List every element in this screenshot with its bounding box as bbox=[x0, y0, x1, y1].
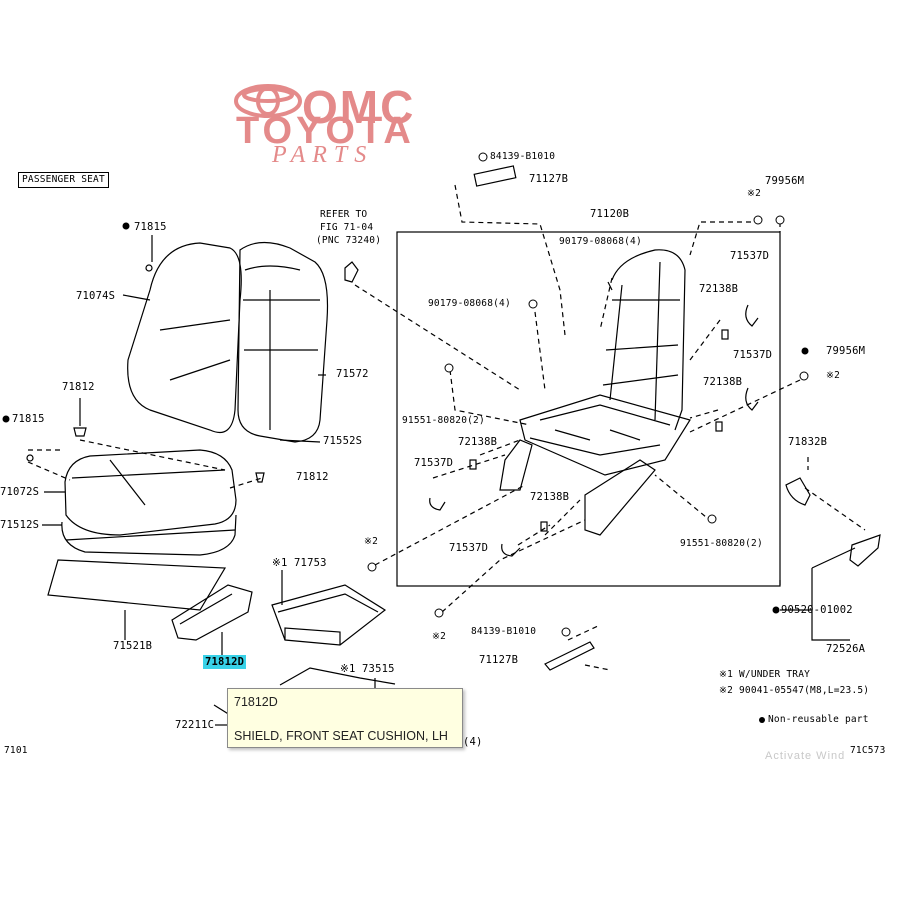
refer-note-line1: REFER TO bbox=[320, 209, 368, 220]
circle-markers bbox=[367, 152, 809, 637]
callout-71127B-top[interactable]: 71127B bbox=[529, 173, 569, 185]
callout-91551-a[interactable]: 91551-80820(2) bbox=[402, 415, 485, 426]
callout-71537D-b[interactable]: 71537D bbox=[733, 349, 773, 361]
callout-71815-left[interactable]: 71815 bbox=[12, 413, 45, 425]
callout-71812D-highlighted[interactable]: 71812D bbox=[203, 655, 247, 669]
refer-note-line3: (PNC 73240) bbox=[316, 235, 382, 246]
callout-79956M-b[interactable]: 79956M bbox=[826, 345, 866, 357]
section-label: PASSENGER SEAT bbox=[18, 172, 109, 188]
brand-line-toyota: TOYOTA bbox=[236, 110, 415, 152]
under-tray-illustration bbox=[271, 584, 387, 646]
brand-line-omc: OMC bbox=[302, 81, 416, 133]
toyota-emblem-icon bbox=[234, 84, 302, 118]
seat-frame-illustration bbox=[499, 249, 691, 536]
callout-72138B-c[interactable]: 72138B bbox=[458, 436, 498, 448]
callout-72138B-b[interactable]: 72138B bbox=[703, 376, 743, 388]
callout-71512S[interactable]: 71512S bbox=[0, 519, 40, 531]
mark-2-left: ※2 bbox=[364, 536, 379, 547]
callout-71753[interactable]: ※1 71753 bbox=[272, 557, 327, 569]
callout-71537D-d[interactable]: 71537D bbox=[449, 542, 489, 554]
os-activation-watermark: Activate Wind bbox=[765, 750, 846, 762]
callout-71812-left[interactable]: 71812 bbox=[62, 381, 95, 393]
callout-84139-bottom[interactable]: 84139-B1010 bbox=[471, 626, 537, 637]
callout-72138B-a[interactable]: 72138B bbox=[699, 283, 739, 295]
callout-79956M-a[interactable]: 79956M bbox=[765, 175, 805, 187]
callout-71572[interactable]: 71572 bbox=[336, 368, 369, 380]
callout-71074S[interactable]: 71074S bbox=[76, 290, 116, 302]
callout-71552S[interactable]: 71552S bbox=[323, 435, 363, 447]
callout-90179-b[interactable]: 90179-08068(4) bbox=[428, 298, 511, 309]
note-bolt-spec: ※2 90041-05547(M8,L=23.5) bbox=[719, 685, 870, 696]
frame-group-box bbox=[396, 231, 781, 587]
part-tooltip: 71812D SHIELD, FRONT SEAT CUSHION, LH bbox=[227, 688, 463, 748]
callout-71521B[interactable]: 71521B bbox=[113, 640, 153, 652]
callout-73515[interactable]: ※1 73515 bbox=[340, 663, 395, 675]
callout-71072S[interactable]: 71072S bbox=[0, 486, 40, 498]
callout-71812-mid[interactable]: 71812 bbox=[296, 471, 329, 483]
seat-cushion-illustration bbox=[47, 449, 237, 611]
callout-72211C[interactable]: 72211C bbox=[175, 719, 215, 731]
mark-2-right: ※2 bbox=[826, 370, 841, 381]
tooltip-part-name: SHIELD, FRONT SEAT CUSHION, LH bbox=[234, 729, 448, 743]
figure-id-right: 71C573 bbox=[850, 745, 886, 756]
callout-71815-top[interactable]: 71815 bbox=[134, 221, 167, 233]
note-under-tray: ※1 W/UNDER TRAY bbox=[719, 669, 811, 680]
shield-part-illustration bbox=[171, 584, 253, 641]
note-non-reusable: Non-reusable part bbox=[768, 714, 869, 725]
callout-qty-4: (4) bbox=[463, 736, 483, 748]
mark-2-top: ※2 bbox=[747, 188, 762, 199]
callout-91551-b[interactable]: 91551-80820(2) bbox=[680, 538, 763, 549]
brand-line-parts: PARTS bbox=[272, 142, 374, 168]
figure-id-left: 7101 bbox=[4, 745, 28, 756]
callout-71537D-a[interactable]: 71537D bbox=[730, 250, 770, 262]
seat-back-illustration bbox=[127, 241, 329, 443]
callout-72526A[interactable]: 72526A bbox=[826, 643, 866, 655]
refer-note-line2[interactable]: FIG 71-04 bbox=[320, 222, 374, 233]
mark-2-bottom: ※2 bbox=[432, 631, 447, 642]
callout-84139-top[interactable]: 84139-B1010 bbox=[490, 151, 556, 162]
callout-71127B-bottom[interactable]: 71127B bbox=[479, 654, 519, 666]
callout-71832B[interactable]: 71832B bbox=[788, 436, 828, 448]
fastener-illustrations bbox=[26, 165, 881, 671]
callout-71537D-c[interactable]: 71537D bbox=[414, 457, 454, 469]
callout-90520[interactable]: 90520-01002 bbox=[781, 604, 853, 616]
callout-90179-a[interactable]: 90179-08068(4) bbox=[559, 236, 642, 247]
callout-72138B-d[interactable]: 72138B bbox=[530, 491, 570, 503]
solid-dot-markers bbox=[2, 222, 809, 723]
leader-lines bbox=[27, 184, 866, 671]
tooltip-part-code: 71812D bbox=[234, 695, 278, 709]
callout-71120B[interactable]: 71120B bbox=[590, 208, 630, 220]
